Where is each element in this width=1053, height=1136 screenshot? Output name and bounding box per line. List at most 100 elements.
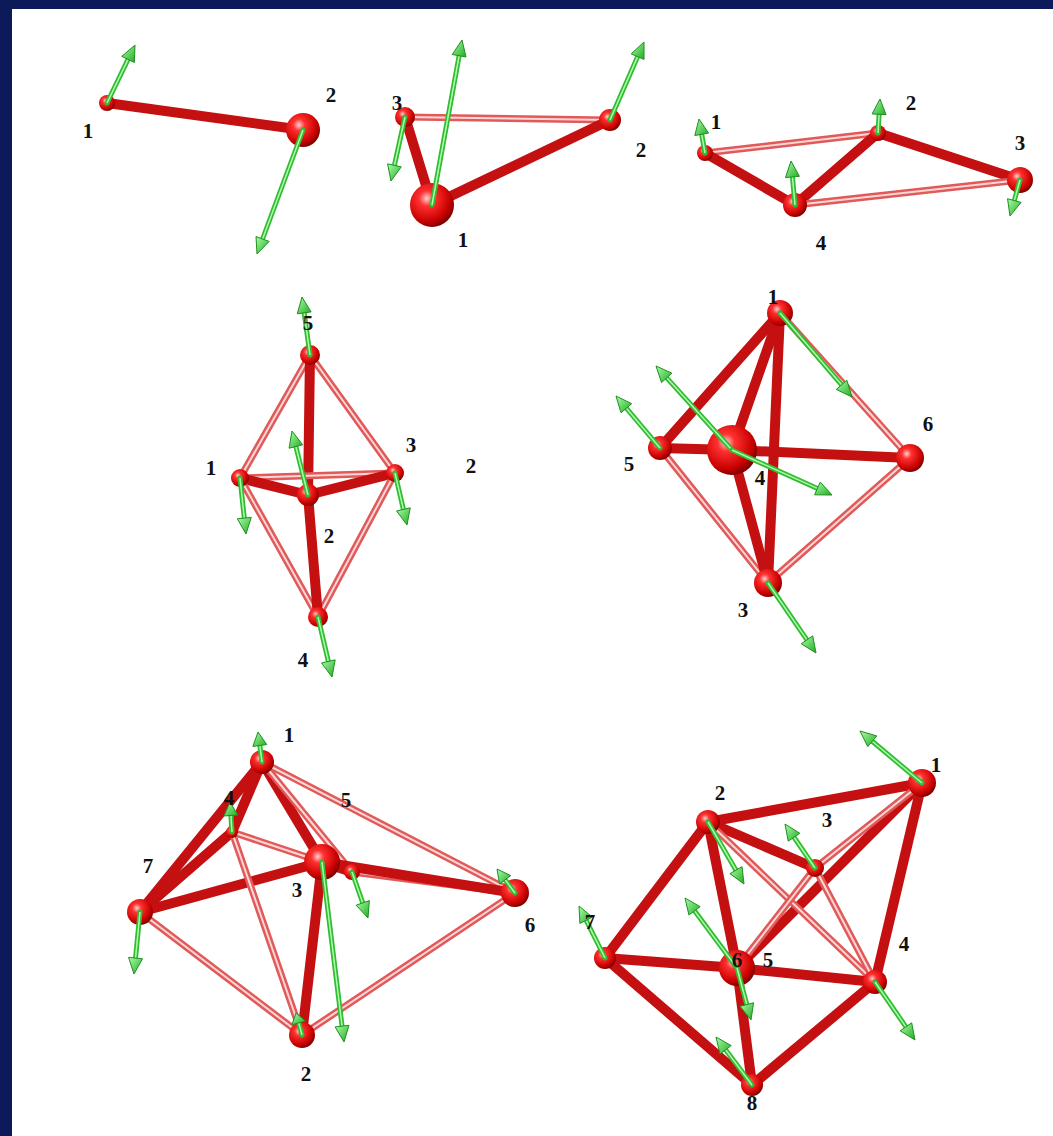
bond	[737, 868, 815, 968]
bond-highlight	[262, 762, 515, 893]
bond-highlight	[240, 478, 318, 617]
bond	[107, 103, 303, 130]
moment-arrow	[872, 741, 922, 783]
moment-arrow-shine	[667, 378, 732, 450]
callout-number: 1	[206, 458, 217, 479]
callout-number: 3	[822, 810, 833, 831]
callout-number: 4	[298, 650, 309, 671]
bond	[737, 968, 875, 982]
moment-arrow-shine	[505, 880, 515, 893]
moment-arrowhead	[322, 660, 336, 677]
bond-highlight	[318, 473, 395, 617]
moment-arrow-shine	[737, 968, 747, 1005]
moment-arrow-shine	[626, 408, 660, 448]
moment-arrow	[394, 117, 405, 165]
moment-arrowhead	[335, 1025, 349, 1042]
moment-arrowhead	[695, 119, 709, 136]
moment-arrow	[875, 982, 906, 1027]
bond-highlight	[815, 868, 875, 982]
callout-number: 5	[624, 454, 635, 475]
callout-number: 3	[738, 600, 749, 621]
bond	[405, 117, 610, 120]
moment-arrow	[626, 408, 660, 448]
callout-number: 2	[636, 140, 647, 161]
moment-arrow	[231, 816, 232, 833]
callout-number: 7	[585, 912, 596, 933]
moment-arrow	[1014, 180, 1020, 201]
callout-number: 4	[816, 233, 827, 254]
moment-arrowhead	[292, 1013, 306, 1025]
moment-arrow	[695, 911, 737, 968]
moment-arrow	[768, 583, 807, 640]
callout-number: 6	[732, 950, 743, 971]
moment-arrowhead	[631, 42, 644, 59]
moment-arrow	[395, 473, 403, 509]
moment-arrow-shine	[702, 134, 705, 153]
bond	[232, 832, 302, 1035]
callout-number: 4	[755, 468, 766, 489]
callout-number: 1	[83, 121, 94, 142]
callout-number: 7	[143, 856, 154, 877]
callout-number: 6	[525, 915, 536, 936]
bond	[660, 448, 768, 583]
callout-number: 2	[326, 85, 337, 106]
bond	[752, 982, 875, 1085]
moment-arrowhead	[801, 636, 816, 653]
moment-arrow	[107, 59, 128, 103]
moment-arrow	[260, 746, 262, 763]
moment-arrow	[702, 134, 705, 153]
bond-highlight	[737, 868, 815, 968]
atom-sphere	[719, 950, 755, 986]
moment-arrowhead	[872, 99, 886, 115]
callout-number: 8	[747, 1093, 758, 1114]
callout-number: 1	[458, 230, 469, 251]
moment-arrowhead	[452, 40, 466, 57]
moment-arrow	[296, 447, 308, 495]
callout-number: 1	[931, 755, 942, 776]
callout-number: 2	[466, 456, 477, 477]
bond	[815, 868, 875, 982]
moment-arrow	[737, 968, 747, 1005]
moment-arrow	[667, 378, 732, 450]
bond	[878, 133, 1020, 180]
bond	[322, 862, 515, 893]
moment-arrowhead	[297, 297, 311, 314]
callout-number: 3	[392, 93, 403, 114]
bond	[605, 822, 708, 958]
bond-highlight	[708, 822, 875, 982]
moment-arrow-shine	[136, 912, 140, 958]
moment-arrow	[505, 880, 515, 893]
frame-band	[0, 0, 1053, 9]
bond	[705, 153, 795, 205]
moment-arrowhead	[289, 431, 303, 448]
moment-arrow-shine	[726, 1050, 752, 1085]
moment-arrow	[878, 114, 879, 133]
moment-arrowhead	[785, 161, 799, 178]
bond	[780, 313, 910, 458]
moment-arrowhead	[388, 164, 402, 181]
atom-sphere	[289, 1022, 315, 1048]
callout-number: 5	[341, 790, 352, 811]
moment-arrow-shine	[432, 56, 459, 205]
moment-arrowhead	[716, 1037, 731, 1054]
bond	[708, 822, 875, 982]
moment-arrow	[732, 450, 817, 488]
bond-highlight	[660, 448, 768, 583]
moment-arrow-shine	[318, 617, 328, 661]
callout-number: 2	[906, 93, 917, 114]
moment-arrow	[322, 862, 342, 1026]
moment-arrow	[708, 822, 736, 870]
moment-arrow-shine	[107, 59, 128, 103]
moment-arrow	[240, 478, 244, 518]
atom-sphere	[896, 444, 924, 472]
moment-arrow-shine	[732, 450, 817, 488]
bond-highlight	[310, 355, 395, 473]
bond-highlight	[795, 180, 1020, 205]
moment-arrowhead	[836, 380, 852, 397]
moment-arrow-shine	[872, 741, 922, 783]
moment-arrow	[136, 912, 140, 958]
moment-arrowhead	[497, 869, 511, 884]
moment-arrowhead	[1008, 199, 1021, 216]
moment-arrow-shine	[394, 117, 405, 165]
bond	[815, 783, 922, 868]
